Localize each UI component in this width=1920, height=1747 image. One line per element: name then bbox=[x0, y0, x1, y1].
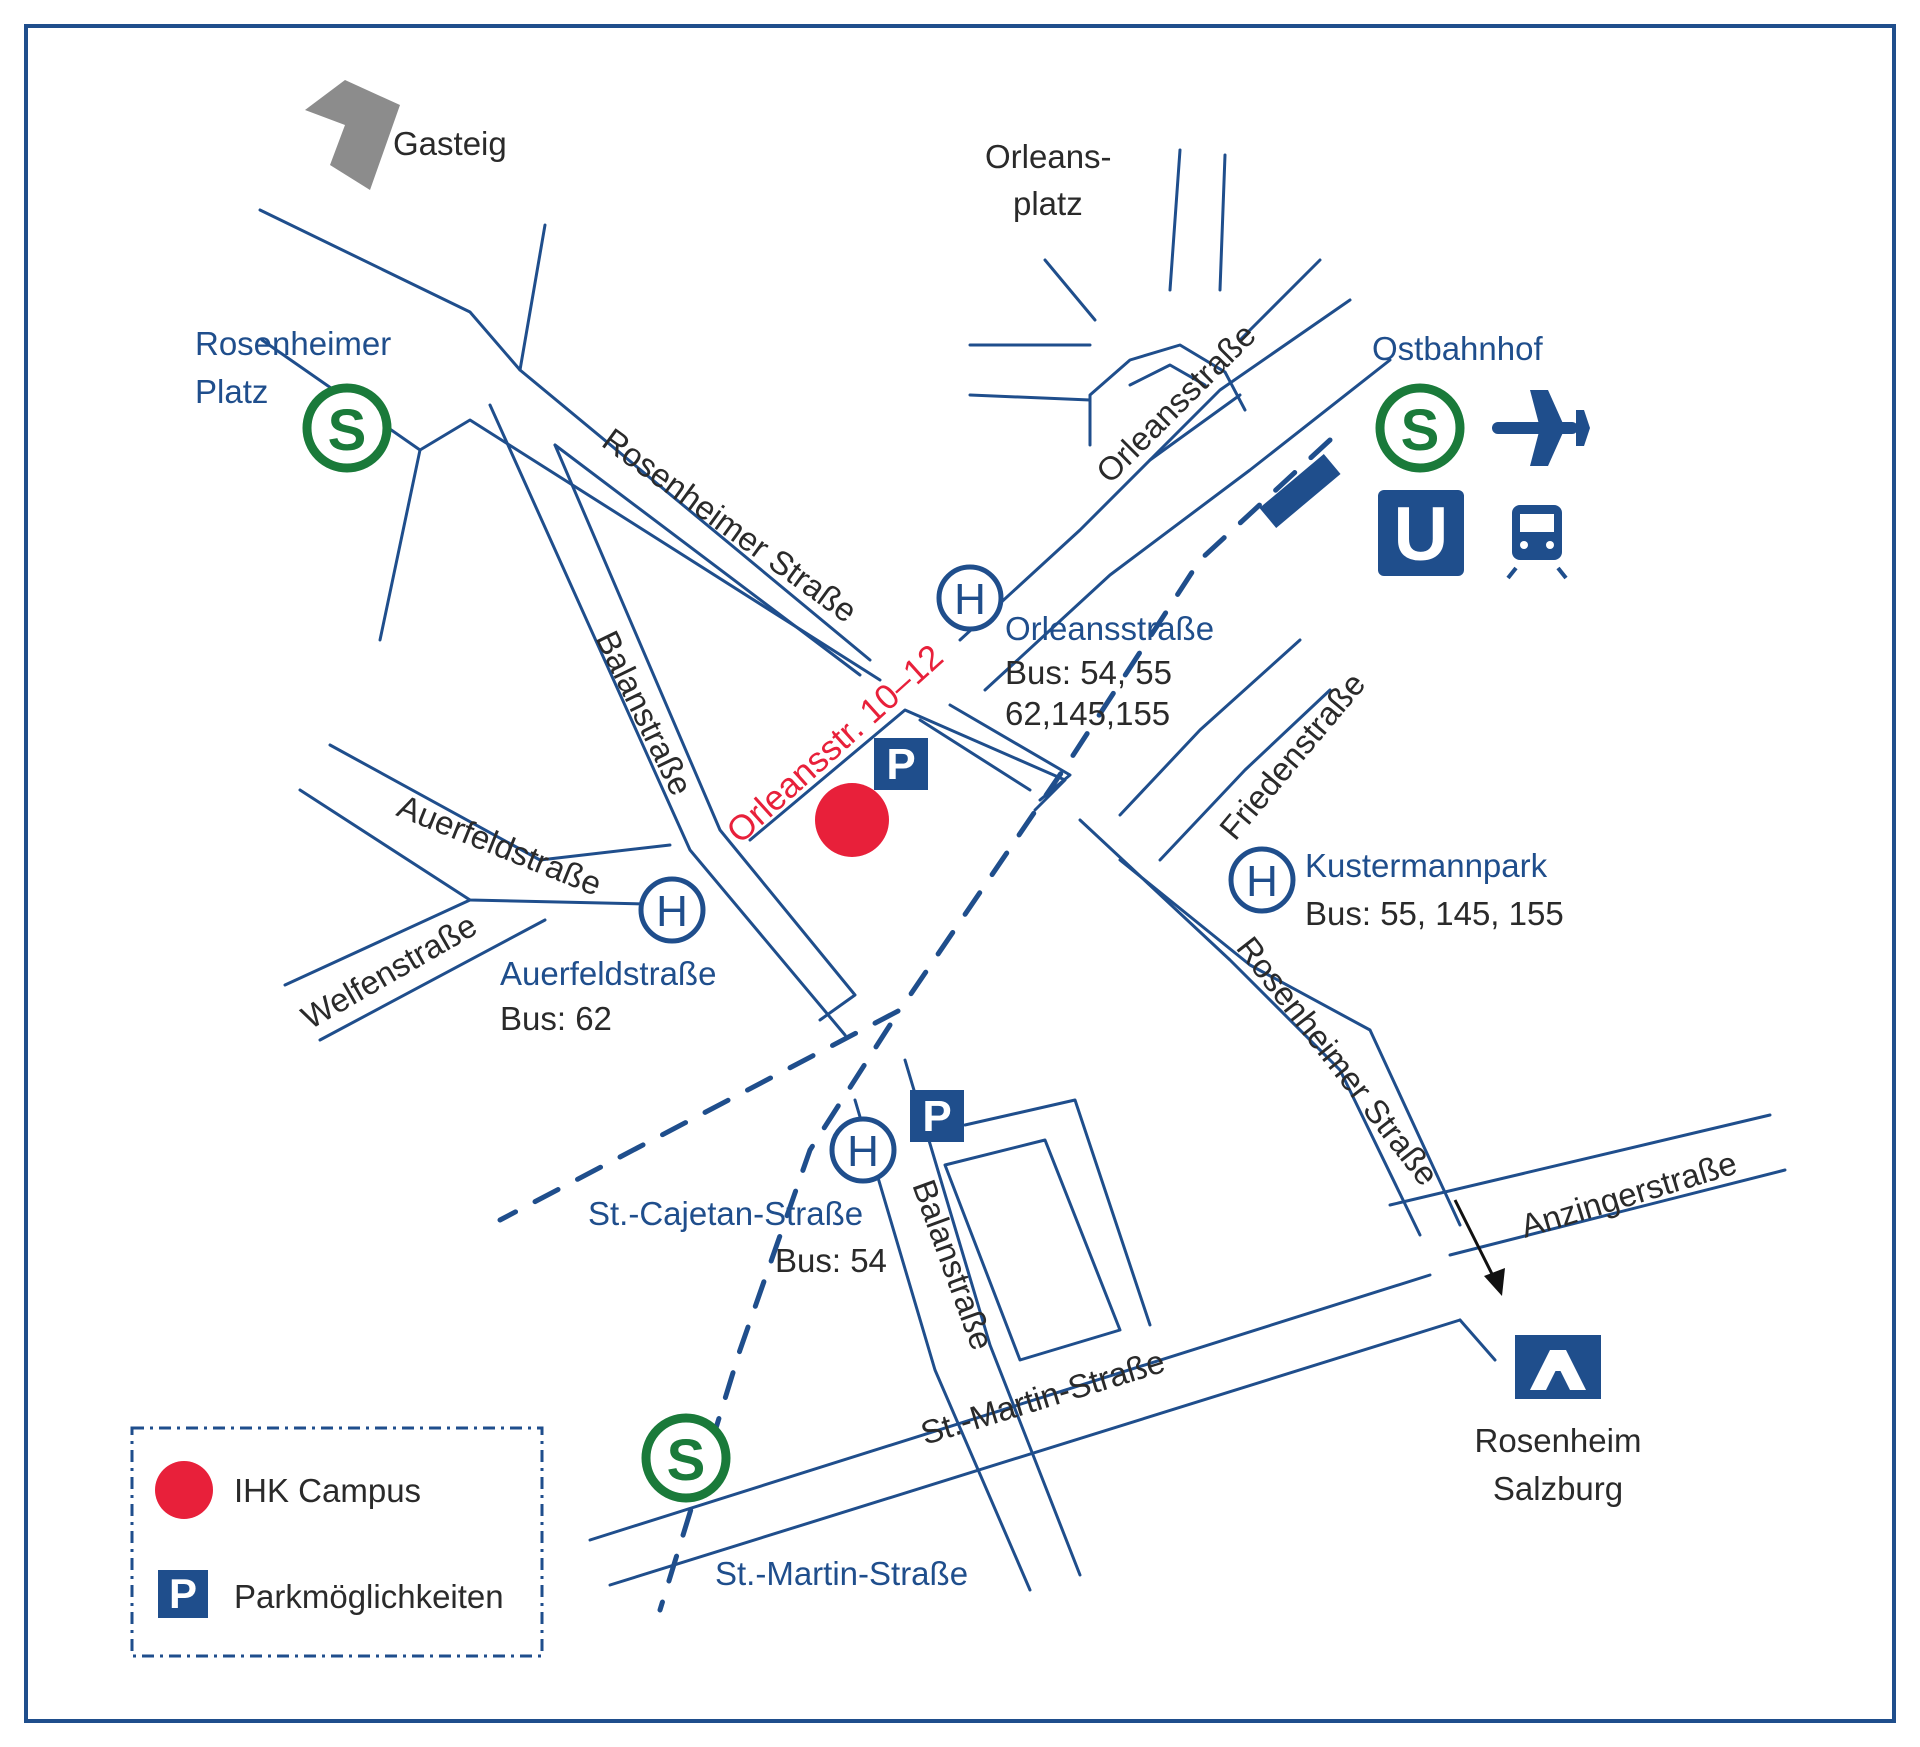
svg-text:H: H bbox=[954, 575, 986, 624]
svg-text:S: S bbox=[1401, 398, 1440, 463]
road-auerfeldstrasse-north-edge bbox=[328, 743, 672, 862]
label-destination-salzburg: Salzburg bbox=[1493, 1470, 1623, 1507]
svg-text:H: H bbox=[656, 887, 688, 936]
road-orleansplatz-rail bbox=[1148, 393, 1242, 462]
legend-box bbox=[130, 1426, 544, 1658]
road-friedenstrasse-west-edge bbox=[1118, 638, 1302, 817]
legend-parking-label: Parkmöglichkeiten bbox=[234, 1578, 504, 1615]
bus-stop-lines-orleansstrasse: Bus: 54, 55 bbox=[1005, 654, 1172, 691]
bus-stop-lines-st-cajetan-strasse: Bus: 54 bbox=[775, 1242, 887, 1279]
svg-text:P: P bbox=[922, 1092, 951, 1141]
label-rosenheimer-platz-line1: Rosenheimer bbox=[195, 325, 391, 362]
road-balanstrasse-south-west-edge bbox=[853, 1098, 1032, 1592]
road-rosenheimer-strasse-se-east-edge bbox=[1118, 858, 1462, 1227]
road-st-martin-strasse-east bbox=[1458, 1318, 1497, 1362]
road-anzingerstrasse-south-edge bbox=[1448, 1168, 1787, 1257]
label-orleansplatz-line1: Orleans- bbox=[985, 138, 1112, 175]
direction-arrow bbox=[1453, 1199, 1505, 1296]
bus-stop-lines-kustermannpark: Bus: 55, 145, 155 bbox=[1305, 895, 1564, 932]
train-icon bbox=[1506, 505, 1568, 580]
road-orleansplatz-ring bbox=[1088, 343, 1247, 447]
map-legend: IHK Campus P Parkmöglichkeiten bbox=[130, 1426, 544, 1658]
road-orleansplatz-ring-inner bbox=[1128, 363, 1207, 387]
airplane-icon bbox=[1492, 390, 1590, 466]
svg-text:S: S bbox=[328, 398, 367, 463]
road-balanstrasse-north-west-edge bbox=[488, 403, 847, 1037]
road-st-martin-strasse-south-edge bbox=[608, 1318, 1462, 1587]
label-destination-rosenheim: Rosenheim bbox=[1475, 1422, 1642, 1459]
svg-text:H: H bbox=[847, 1127, 879, 1176]
road-balanstrasse-south-east-edge bbox=[903, 1058, 1082, 1577]
road-orleansplatz-spoke-4 bbox=[1238, 258, 1322, 342]
bus-stop-lines2-orleansstrasse: 62,145,155 bbox=[1005, 695, 1170, 732]
motorway-icon bbox=[1515, 1335, 1601, 1399]
bus-stop-name-auerfeldstrasse: Auerfeldstraße bbox=[500, 955, 716, 992]
road-campus-block bbox=[748, 708, 1067, 842]
road-cajetan-block-outer bbox=[963, 1098, 1152, 1327]
parking-icon-cajetan: P bbox=[910, 1090, 964, 1142]
sbahn-icon-ostbahnhof: S bbox=[1375, 383, 1465, 473]
road-anzingerstrasse-north-edge bbox=[1388, 1113, 1772, 1207]
svg-text:H: H bbox=[1246, 857, 1278, 906]
bus-stop-icon-st-cajetan-strasse: H bbox=[829, 1116, 897, 1184]
road-orleansstrasse-south-edge bbox=[983, 358, 1392, 692]
sbahn-icon-st-martin-strasse: S bbox=[641, 1413, 731, 1503]
road-orleansplatz-spoke-1 bbox=[1043, 258, 1097, 322]
road-network bbox=[258, 148, 1787, 1592]
label-orleansplatz-line2: platz bbox=[1013, 185, 1083, 222]
road-rosenheimer-strasse-nw-north-edge bbox=[258, 208, 872, 662]
ubahn-icon: U bbox=[1378, 490, 1464, 577]
road-rosenheimer-link-b bbox=[918, 718, 1032, 792]
svg-text:P: P bbox=[886, 740, 915, 789]
road-gasteig-south bbox=[378, 448, 422, 642]
road-balanstrasse-north-inner bbox=[553, 443, 857, 1022]
legend-parking-icon bbox=[158, 1570, 208, 1618]
road-cajetan-block-inner bbox=[943, 1138, 1122, 1362]
bus-stop-name-kustermannpark: Kustermannpark bbox=[1305, 847, 1548, 884]
gasteig-building-icon bbox=[305, 80, 400, 190]
svg-text:S: S bbox=[667, 1428, 706, 1493]
bus-stop-name-st-cajetan-strasse: St.-Cajetan-Straße bbox=[588, 1195, 863, 1232]
parking-icon-campus: P bbox=[874, 738, 928, 790]
sbahn-icon-rosenheimer-platz: S bbox=[302, 383, 392, 473]
road-balanstrasse-north-east-edge bbox=[553, 443, 862, 677]
bus-stop-name-orleansstrasse: Orleansstraße bbox=[1005, 610, 1214, 647]
train-on-track-icon bbox=[1259, 454, 1341, 528]
svg-text:U: U bbox=[1394, 492, 1449, 577]
legend-campus-marker bbox=[155, 1461, 213, 1519]
bus-stop-icon-auerfeldstrasse: H bbox=[638, 876, 706, 944]
label-rosenheimer-platz-line2: Platz bbox=[195, 373, 268, 410]
road-orleansplatz-spoke-2 bbox=[1168, 148, 1182, 292]
road-friedenstrasse-east-edge bbox=[1158, 688, 1332, 862]
label-station-st-martin-strasse: St.-Martin-Straße bbox=[715, 1555, 968, 1592]
legend-parking-symbol: P bbox=[169, 1570, 197, 1617]
road-st-martin-strasse-north-edge bbox=[588, 1273, 1432, 1542]
road-orleansplatz-spoke-6 bbox=[968, 393, 1092, 402]
road-welfenstrasse-south-edge bbox=[318, 918, 547, 1042]
road-gasteig-north bbox=[518, 223, 547, 372]
ihk-campus-marker bbox=[815, 783, 889, 857]
road-welfenstrasse-north-edge bbox=[283, 898, 472, 987]
label-gasteig: Gasteig bbox=[393, 125, 507, 162]
road-orleansplatz-spoke-3 bbox=[1218, 153, 1227, 292]
rail-line-s-bahn-main bbox=[497, 437, 1333, 1223]
legend-campus-label: IHK Campus bbox=[234, 1472, 421, 1509]
bus-stop-icon-kustermannpark: H bbox=[1228, 846, 1296, 914]
bus-stop-lines-auerfeldstrasse: Bus: 62 bbox=[500, 1000, 612, 1037]
bus-stop-icon-orleansstrasse: H bbox=[936, 564, 1004, 632]
label-ostbahnhof: Ostbahnhof bbox=[1372, 330, 1543, 367]
